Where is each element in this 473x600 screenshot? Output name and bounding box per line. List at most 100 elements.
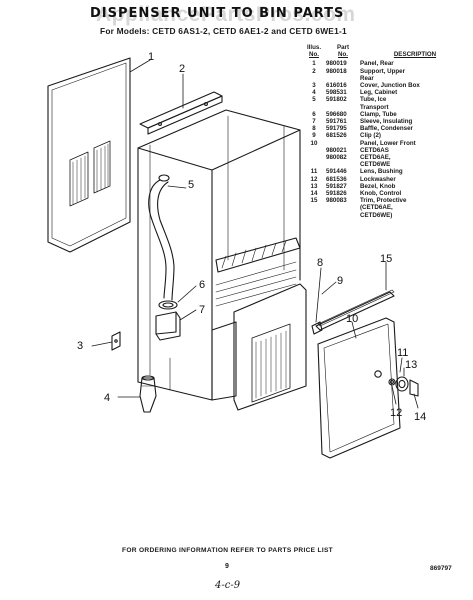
illus-number: 15 [310,197,318,205]
part-number: 681526 [326,132,347,140]
table-row: 10 Panel, Lower Front [302,140,470,147]
document-code: 869797 [430,565,452,572]
part-description: Panel, Lower Front [360,139,416,147]
dispenser-cabinet [137,109,301,401]
callout-4: 4 [104,392,110,404]
header-illus: Illus. [306,44,322,51]
part-description: CETD6AS [360,146,389,154]
part-description: Trim, Protective (CETD6AE, CETD6WE) [360,197,407,219]
header-no: No. [309,51,319,59]
callout-12: 12 [390,407,402,419]
table-row: 12 681536 Lockwasher [302,176,470,183]
illus-number: 13 [310,182,318,190]
cabinet-leg-part [139,375,157,413]
part-description: Clip (2) [360,132,381,140]
part-number: 616016 [326,82,347,90]
leader-lines [91,59,419,409]
table-row: 2 980018 Support, Upper Rear [302,68,470,82]
callout-8: 8 [317,257,323,269]
illus-number: 2 [312,67,316,75]
callout-3: 3 [77,340,83,352]
table-row: 1 980019 Panel, Rear [302,60,470,67]
part-description: Tube, Ice Transport [360,96,389,111]
part-description: Sleeve, Insulating [360,118,413,126]
callout-9: 9 [337,275,343,287]
callout-6: 6 [199,279,205,291]
lower-front-panel-part [317,317,401,459]
part-number: 591446 [326,168,347,176]
table-row: 5 591802 Tube, Ice Transport [302,96,470,110]
table-row: 8 591795 Baffle, Condenser [302,125,470,132]
callout-10: 10 [346,313,358,325]
part-description: CETD6AE, CETD6WE [360,154,391,169]
ordering-note: FOR ORDERING INFORMATION REFER TO PARTS … [122,547,333,554]
part-description: Support, Upper Rear [360,67,406,82]
callout-13: 13 [405,359,417,371]
illus-number: 9 [312,132,316,140]
part-number: 980082 [326,154,347,162]
part-number: 980018 [326,67,347,75]
callout-7: 7 [199,304,205,316]
part-number: 591827 [326,182,347,190]
part-number: 980021 [326,146,347,154]
callout-15: 15 [380,253,392,265]
part-number: 591802 [326,96,347,104]
control-knob-assembly [374,370,419,397]
part-number: 598531 [326,89,347,97]
model-subtitle: For Models: CETD 6AS1-2, CETD 6AE1-2 and… [100,26,347,36]
condenser-baffle-part [233,283,307,411]
part-number: 591795 [326,125,347,133]
part-number: 591761 [326,118,347,126]
header-part: Part [336,44,350,51]
table-body: 1 980019 Panel, Rear 2 980018 Support, Upper … [302,60,470,218]
table-row: 15 980083 Trim, Protective (CETD6AE, CETD6… [302,197,470,219]
part-description: Bezel, Knob [360,182,396,190]
clip-part [311,321,323,335]
part-number: 980019 [326,60,347,68]
part-description: Panel, Rear [360,60,394,68]
header-description: DESCRIPTION [393,51,437,59]
part-description: Clamp, Tube [360,110,397,118]
illus-number: 6 [312,110,316,118]
illus-number: 1 [312,60,316,68]
watermark: AppliancePartsPros.com [96,3,356,26]
illus-number: 8 [312,125,316,133]
table-row: 9 681526 Clip (2) [302,132,470,139]
illus-number: 7 [312,118,316,126]
illus-number: 14 [310,190,318,198]
part-number: 681536 [326,175,347,183]
junction-box-cover-part [111,331,121,351]
part-description: Baffle, Condenser [360,125,413,133]
part-description: Knob, Control [360,190,402,198]
callout-11: 11 [397,347,408,359]
illus-number: 5 [312,96,316,104]
header-part-no: No. [338,51,348,59]
callout-labels: 1 2 3 4 5 6 7 8 9 10 11 12 13 14 15 [77,51,426,423]
illus-number: 4 [312,89,316,97]
part-number: 596680 [326,110,347,118]
part-description: Leg, Cabinet [360,89,398,97]
handwritten-note: 4-c-9 [215,580,241,591]
illus-number: 10 [310,139,318,147]
illus-number: 11 [310,168,318,176]
part-number: 980083 [326,197,347,205]
protective-trim-part [315,289,395,331]
illus-number: 12 [310,175,318,183]
table-row: 6 596680 Clamp, Tube [302,111,470,118]
part-number: 591826 [326,190,347,198]
part-description: Lockwasher [360,175,396,183]
illus-number: 3 [312,82,316,90]
table-row: 13 591827 Bezel, Knob [302,183,470,190]
page-number: 9 [225,563,229,570]
table-row: 3 616016 Cover, Junction Box [302,82,470,89]
callout-1: 1 [148,51,154,63]
table-row: 7 591761 Sleeve, Insulating [302,118,470,125]
part-description: Cover, Junction Box [360,82,420,90]
table-row: 980021 CETD6AS [302,147,470,154]
part-description: Lens, Bushing [360,168,403,176]
table-header: Illus. No. Part No. DESCRIPTION [302,44,470,58]
rear-panel-part [47,57,131,253]
